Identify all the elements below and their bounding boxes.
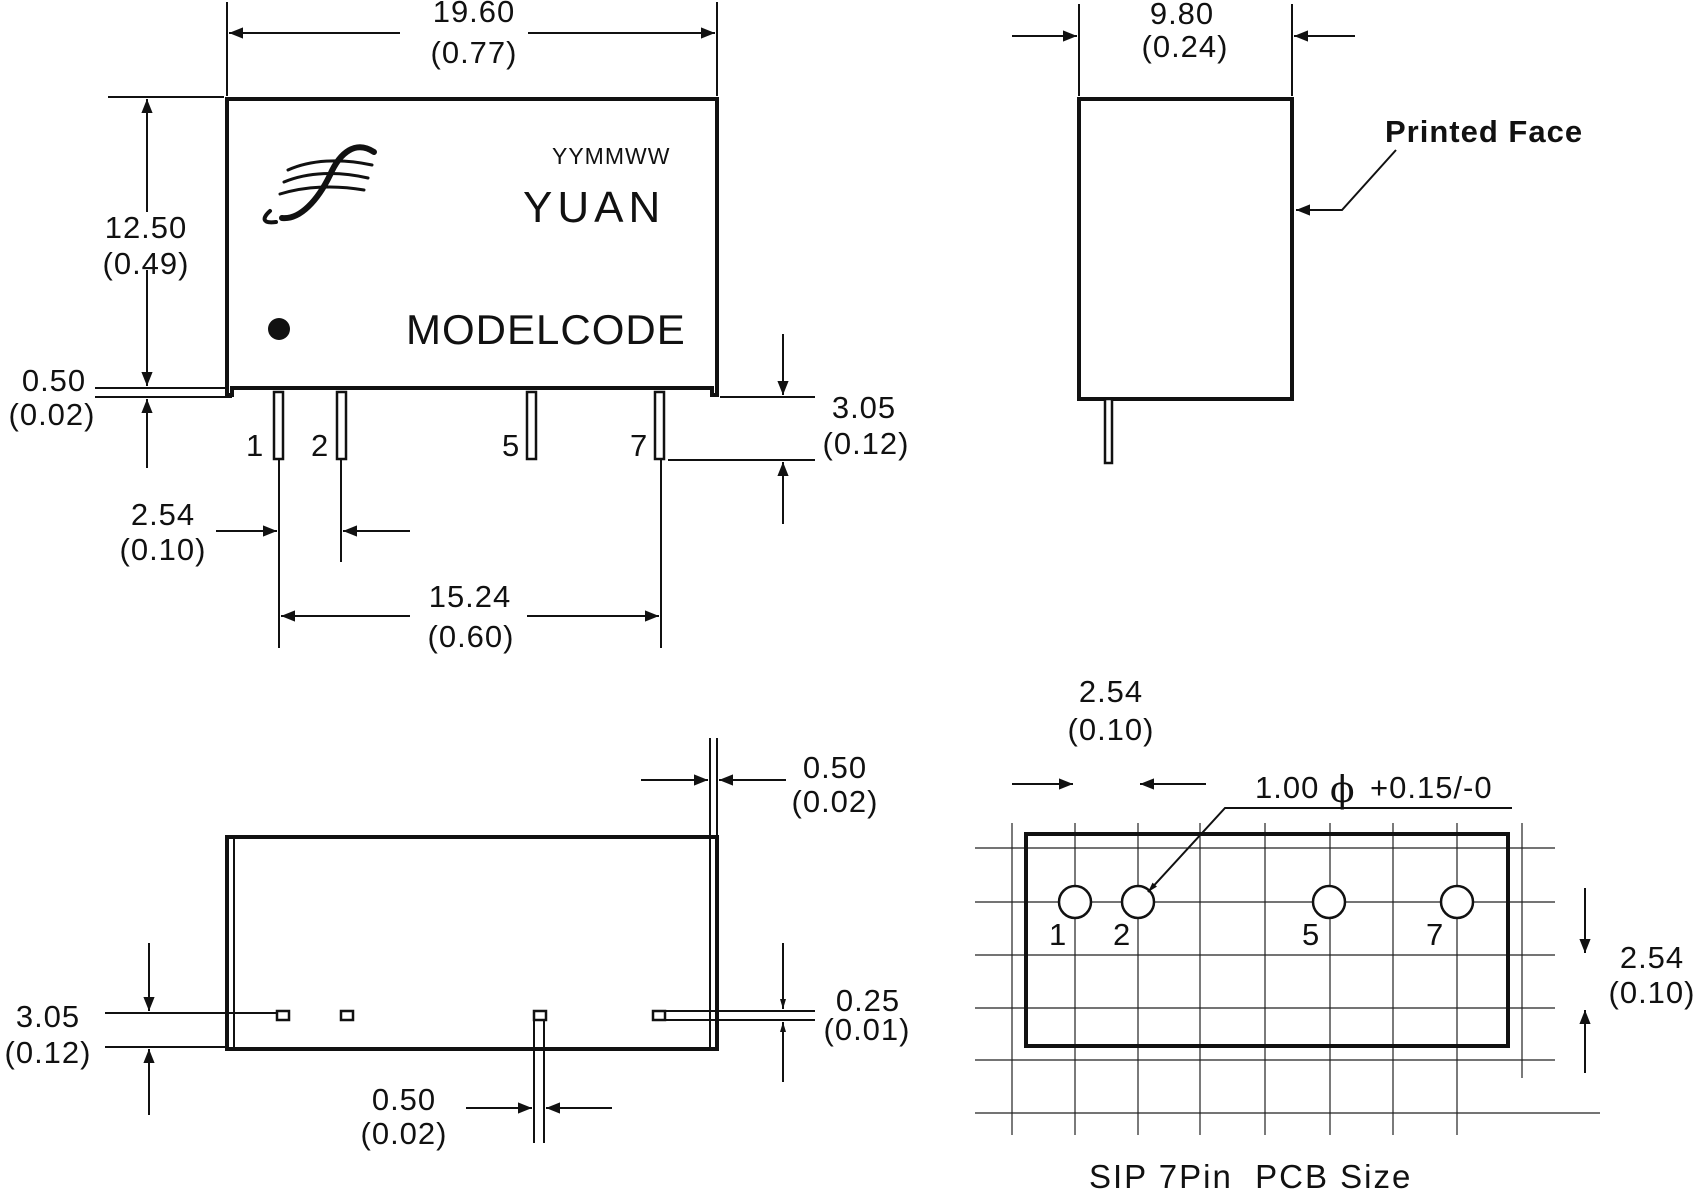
pin-width-in: (0.02) — [361, 1116, 448, 1151]
pin-2 — [335, 390, 348, 461]
module-body-outline — [225, 97, 719, 397]
pcb-hole-5 — [1311, 884, 1347, 920]
pin-5 — [525, 390, 538, 461]
bottom-pin-5 — [532, 1009, 548, 1022]
printed-face-label: Printed Face — [1385, 114, 1583, 149]
bottom-body-outline — [225, 835, 719, 1051]
standoff-mm: 0.50 — [22, 363, 86, 398]
hole-diameter: 1.00 — [1255, 770, 1319, 805]
bottom-pin-7 — [651, 1009, 667, 1022]
side-view: 9.80 (0.24) Printed Face — [1012, 0, 1583, 465]
diameter-symbol: ϕ — [1330, 770, 1355, 811]
pcb-grid — [975, 823, 1600, 1135]
pin-length-mm: 3.05 — [832, 390, 896, 425]
pin-offset-in: (0.12) — [5, 1035, 92, 1070]
pin-7 — [653, 390, 666, 461]
bottom-view: 0.50 (0.02) 3.05 (0.12) 0.25 (0.01) 0.50… — [5, 738, 911, 1151]
printed-face-leader — [1296, 149, 1397, 216]
pin-label-2: 2 — [311, 428, 328, 463]
model-code-marking: MODELCODE — [406, 306, 686, 353]
pcb-hole-2 — [1120, 884, 1156, 920]
pcb-footprint-outline — [1024, 832, 1510, 1048]
pin-label-1: 1 — [246, 428, 263, 463]
pin-offset-mm: 3.05 — [16, 999, 80, 1034]
pin-span-in: (0.60) — [428, 619, 515, 654]
side-body-outline — [1077, 97, 1294, 401]
pcb-hole-1 — [1057, 884, 1093, 920]
wall-mm: 0.50 — [803, 750, 867, 785]
pcb-pin-label-5: 5 — [1302, 917, 1319, 952]
pcb-layout-title: SIP 7Pin PCB Size — [1089, 1158, 1412, 1195]
thickness-mm: 9.80 — [1150, 0, 1214, 31]
pin-label-7: 7 — [630, 428, 647, 463]
pcb-pitch-h-in: (0.10) — [1068, 712, 1155, 747]
side-pin — [1103, 397, 1114, 465]
wall-in: (0.02) — [792, 784, 879, 819]
brand-logo-icon — [262, 144, 377, 225]
width-mm: 19.60 — [433, 0, 516, 29]
height-mm: 12.50 — [105, 210, 188, 245]
standoff-in: (0.02) — [9, 397, 96, 432]
pitch-in: (0.10) — [120, 532, 207, 567]
pin1-dot-marker — [268, 318, 290, 340]
pcb-pitch-v-mm: 2.54 — [1620, 940, 1684, 975]
brand-marking: YUAN — [523, 183, 665, 232]
hole-spec-leader — [1147, 807, 1512, 893]
pin-label-5: 5 — [502, 428, 519, 463]
pin-thickness-in: (0.01) — [824, 1012, 911, 1047]
pcb-pin-label-7: 7 — [1426, 917, 1443, 952]
pcb-hole-7 — [1439, 884, 1475, 920]
date-code-marking: YYMMWW — [552, 143, 670, 169]
bottom-pin-1 — [275, 1009, 291, 1022]
pitch-mm: 2.54 — [131, 497, 195, 532]
hole-tolerance: +0.15/-0 — [1370, 770, 1493, 805]
pin-thickness-mm: 0.25 — [836, 983, 900, 1018]
pcb-pitch-v-in: (0.10) — [1609, 975, 1693, 1010]
pin-span-mm: 15.24 — [429, 579, 512, 614]
pcb-pin-label-2: 2 — [1113, 917, 1130, 952]
pcb-layout: 1 2 5 7 2.54 (0.10) 1.00 ϕ +0.15/-0 2.54… — [975, 674, 1693, 1195]
pcb-pitch-h-mm: 2.54 — [1079, 674, 1143, 709]
pin-width-mm: 0.50 — [372, 1082, 436, 1117]
height-in: (0.49) — [103, 246, 190, 281]
pin-1 — [272, 390, 285, 461]
bottom-pin-2 — [339, 1009, 355, 1022]
pin-length-in: (0.12) — [823, 426, 910, 461]
pcb-pin-label-1: 1 — [1049, 917, 1066, 952]
thickness-in: (0.24) — [1142, 29, 1229, 64]
width-in: (0.77) — [431, 35, 518, 70]
front-view: 1 2 5 7 YYMMWW YUAN MODELCODE 19.60 (0.7… — [9, 0, 910, 654]
